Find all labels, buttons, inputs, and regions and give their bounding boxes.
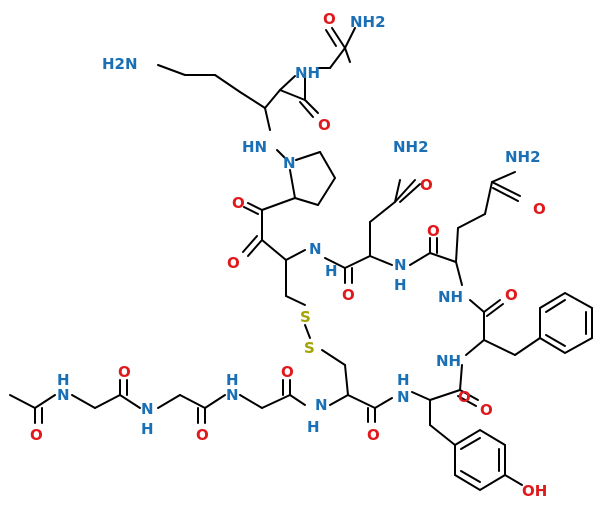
atom-h-gly2: H [141, 420, 154, 438]
atom-o-lys: O [318, 116, 331, 134]
atom-h-gly1: H [57, 371, 70, 389]
atom-h-cys1: H [325, 262, 338, 280]
atom-nh-phe: NH [436, 352, 461, 370]
atom-o-gln1-bb: O [427, 222, 440, 240]
atom-n-cys2: N [315, 396, 328, 414]
atom-s1: S [300, 308, 311, 326]
atom-o-cys1: O [342, 286, 355, 304]
atom-hn-hydrazine: HN [242, 138, 267, 156]
atom-nh-gly: NH [295, 64, 320, 82]
atom-h-gly3: H [226, 371, 239, 389]
atom-n-gly1: N [57, 386, 70, 404]
atom-nh2-top: NH2 [350, 13, 386, 31]
atom-o-gln2-bb: O [505, 286, 518, 304]
atom-nh2-gln1: NH2 [393, 138, 429, 156]
atom-o-gly3: O [281, 363, 294, 381]
atom-s2: S [304, 339, 315, 357]
atom-o-ket1: O [232, 194, 245, 212]
atom-o-gly2: O [196, 426, 209, 444]
atom-o-gln1: O [420, 176, 433, 194]
atom-o-tyr: O [458, 388, 471, 406]
atom-nh-gln2: NH [438, 288, 463, 306]
atom-h-cys2: H [307, 418, 320, 436]
atom-n-gly2: N [141, 400, 154, 418]
atom-n-tyr: N [397, 388, 410, 406]
atom-o-ket2: O [227, 254, 240, 272]
atom-h-tyr: H [397, 371, 410, 389]
atom-nh2-gln2: NH2 [505, 148, 541, 166]
atom-n-gly3: N [226, 386, 239, 404]
atom-labels: NH2 H2N NH O O HN N O O NH2 O NH2 O N H … [30, 10, 547, 500]
atom-h-gln1: H [394, 276, 407, 294]
atom-o-cys2: O [367, 426, 380, 444]
atom-o-ac: O [30, 426, 43, 444]
atom-n-gln1: N [394, 256, 407, 274]
atom-o-gln2: O [533, 200, 546, 218]
atom-n-cys1: N [309, 240, 322, 258]
atom-o-gly1: O [118, 363, 131, 381]
atom-o-phe: O [480, 401, 493, 419]
atom-oh-tyr: OH [522, 482, 547, 500]
bond-lines [9, 27, 593, 492]
atom-n-pro: N [283, 154, 296, 172]
atom-h2n-lys: H2N [102, 55, 138, 73]
atom-o-gly-amide: O [323, 10, 336, 28]
